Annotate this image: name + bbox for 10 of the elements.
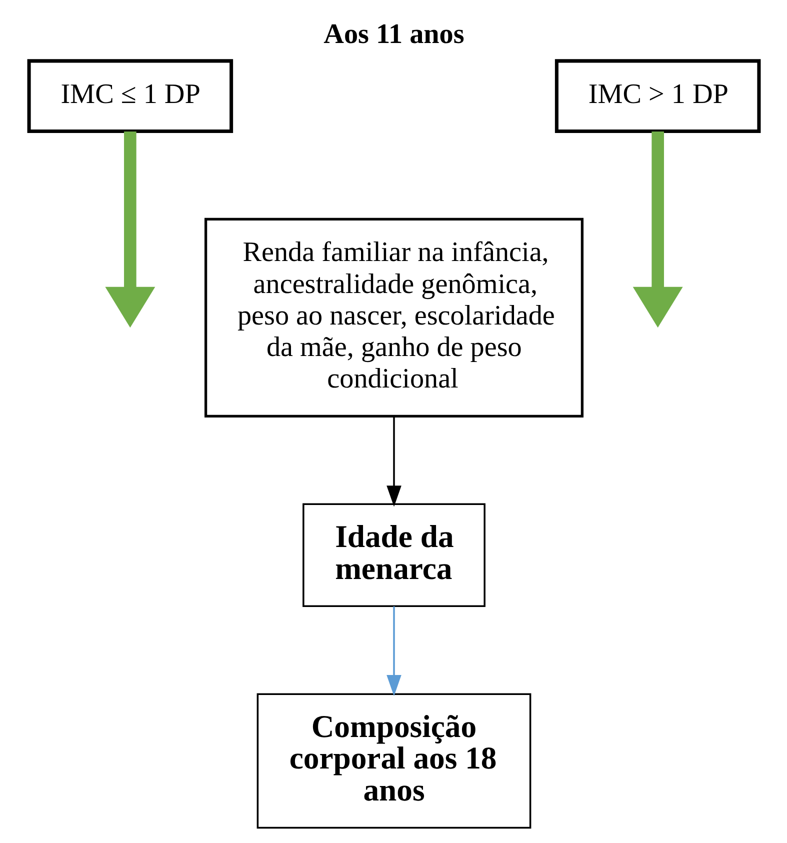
diagram-title: Aos 11 anos <box>323 18 464 50</box>
node-box: Composição corporal aos 18 anos <box>256 693 531 829</box>
arrow <box>386 416 401 507</box>
node-box: Renda familiar na infância, ancestralidade genômica, peso ao nascer, escolaridade da mãe, ganho de peso condicional <box>204 218 584 418</box>
node-box: IMC ≤ 1 DP <box>26 59 233 134</box>
node-box: IMC > 1 DP <box>554 59 760 134</box>
arrow <box>632 131 682 328</box>
arrow <box>104 131 155 328</box>
arrow <box>386 606 401 696</box>
node-box: Idade da menarca <box>302 503 485 608</box>
